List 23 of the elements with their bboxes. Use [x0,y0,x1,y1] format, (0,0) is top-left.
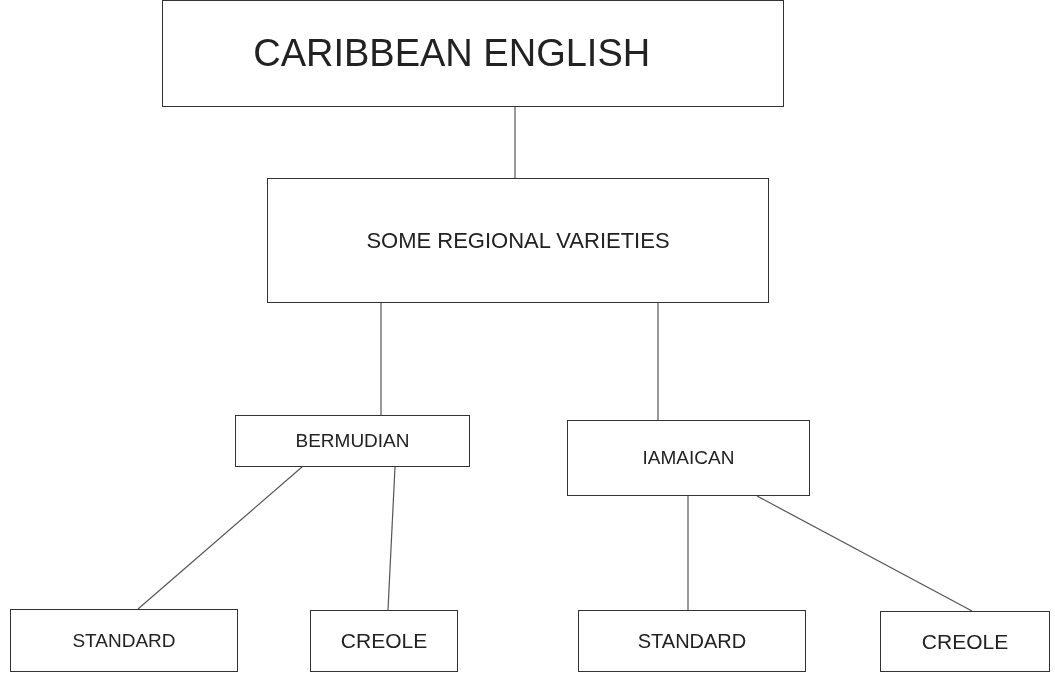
node-label: STANDARD [72,629,176,652]
node-box [162,0,784,107]
connector-line [387,466,396,611]
node-label: CREOLE [340,629,428,653]
node-label: BERMUDIAN [295,430,410,452]
node-box [267,178,769,303]
connector-line [137,466,303,610]
node-label: IAMAICAN [642,447,735,469]
connector-line [756,495,973,612]
connector-line [514,106,516,179]
connector-line [657,302,659,421]
connector-line [687,495,689,611]
node-box [567,420,810,496]
node-box [310,610,458,672]
node-label: CREOLE [921,629,1009,654]
node-label: CARIBBEAN ENGLISH [253,32,651,75]
node-box [578,610,806,672]
node-box [880,611,1050,672]
node-box [235,415,470,467]
connector-line [380,302,382,416]
node-label: SOME REGIONAL VARIETIES [366,227,670,254]
node-label: STANDARD [637,629,747,653]
node-box [10,609,238,672]
